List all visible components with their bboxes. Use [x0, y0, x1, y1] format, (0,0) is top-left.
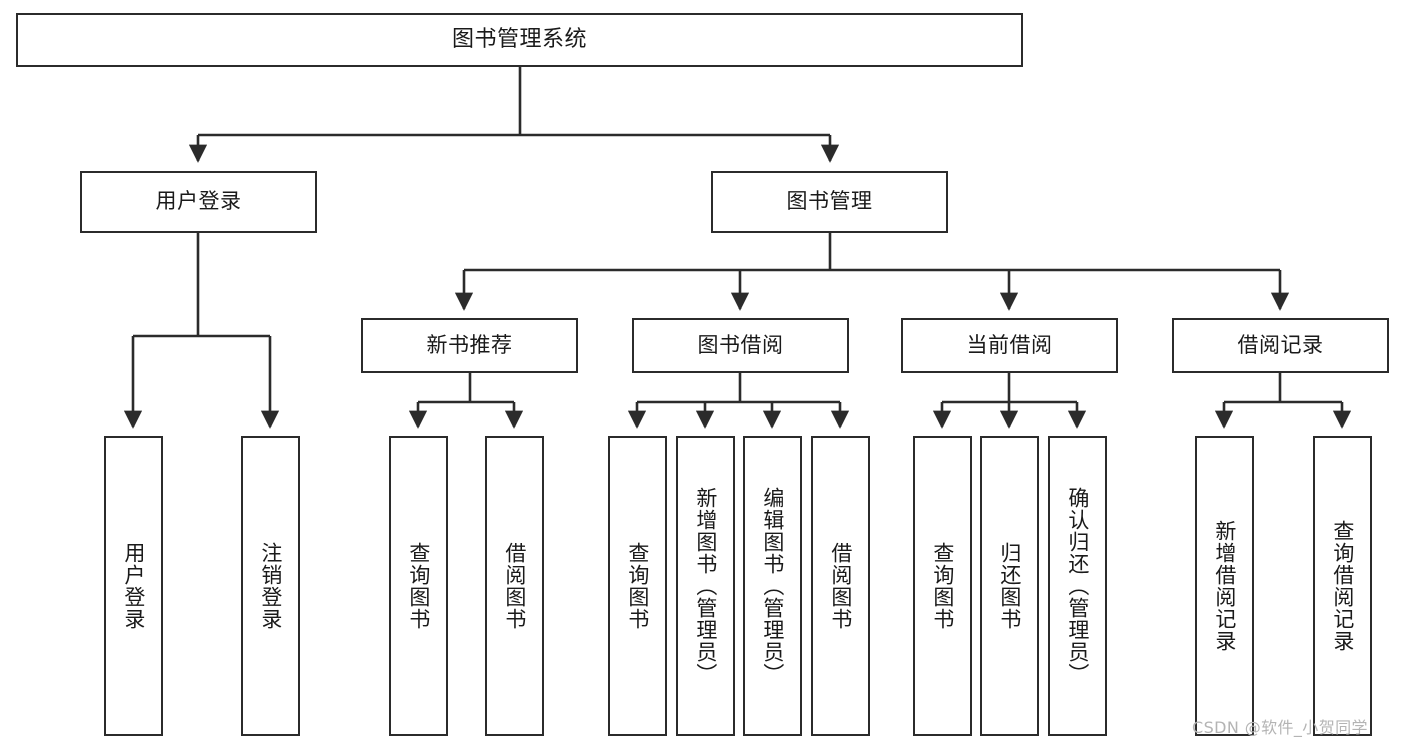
leaf-record-add-record[interactable]: 新增借阅记录	[1195, 436, 1254, 736]
leaf-current-query-book[interactable]: 查询图书	[913, 436, 972, 736]
node-label: 查询图书	[930, 542, 955, 630]
leaf-borrow-edit-book-admin[interactable]: 编辑图书（管理员）	[743, 436, 802, 736]
node-label: 注销登录	[258, 542, 283, 630]
node-label: 借阅图书	[828, 542, 853, 630]
node-book-borrow[interactable]: 图书借阅	[632, 318, 849, 373]
node-label: 查询图书	[406, 542, 431, 630]
node-label: 用户登录	[155, 189, 242, 214]
node-label: 查询借阅记录	[1330, 520, 1355, 652]
leaf-user-login-do[interactable]: 用户登录	[104, 436, 163, 736]
node-label: 借阅记录	[1237, 332, 1324, 357]
leaf-current-confirm-return-admin[interactable]: 确认归还（管理员）	[1048, 436, 1107, 736]
leaf-borrow-query-book[interactable]: 查询图书	[608, 436, 667, 736]
node-user-login[interactable]: 用户登录	[80, 171, 317, 233]
node-label: 新增图书（管理员）	[693, 487, 718, 685]
csdn-watermark: CSDN @软件_小贺同学	[1192, 718, 1368, 737]
node-label: 归还图书	[997, 542, 1022, 630]
node-book-management[interactable]: 图书管理	[711, 171, 948, 233]
node-label: 新增借阅记录	[1212, 520, 1237, 652]
node-root-system[interactable]: 图书管理系统	[16, 13, 1023, 67]
node-current-borrow[interactable]: 当前借阅	[901, 318, 1118, 373]
leaf-newbook-borrow-book[interactable]: 借阅图书	[485, 436, 544, 736]
node-label: 确认归还（管理员）	[1065, 487, 1090, 685]
node-label: 当前借阅	[966, 332, 1053, 357]
node-label: 图书借阅	[697, 332, 784, 357]
leaf-borrow-add-book-admin[interactable]: 新增图书（管理员）	[676, 436, 735, 736]
leaf-record-query-record[interactable]: 查询借阅记录	[1313, 436, 1372, 736]
node-label: 查询图书	[625, 542, 650, 630]
node-label: 图书管理系统	[451, 26, 587, 52]
node-label: 借阅图书	[502, 542, 527, 630]
node-label: 图书管理	[786, 189, 873, 214]
node-new-book-recommend[interactable]: 新书推荐	[361, 318, 578, 373]
node-label: 编辑图书（管理员）	[760, 487, 785, 685]
leaf-borrow-borrow-book[interactable]: 借阅图书	[811, 436, 870, 736]
leaf-user-logout[interactable]: 注销登录	[241, 436, 300, 736]
node-borrow-record[interactable]: 借阅记录	[1172, 318, 1389, 373]
leaf-current-return-book[interactable]: 归还图书	[980, 436, 1039, 736]
node-label: 新书推荐	[426, 332, 513, 357]
leaf-newbook-query-book[interactable]: 查询图书	[389, 436, 448, 736]
node-label: 用户登录	[121, 542, 146, 630]
